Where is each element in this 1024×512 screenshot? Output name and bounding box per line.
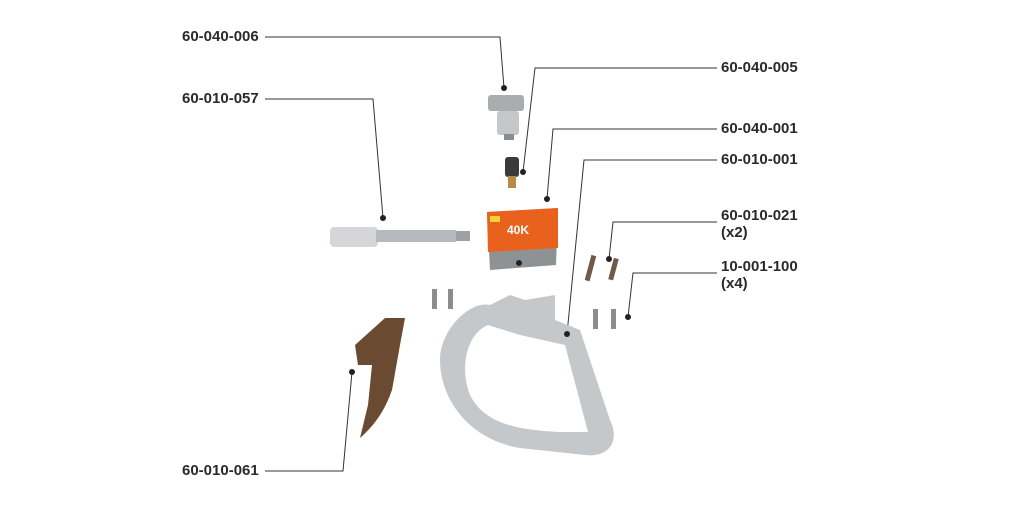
trigger-part [355,318,405,438]
screws-part [432,289,616,329]
callout-label: 60-010-021(x2) [721,207,798,241]
leader-60-010-021 [608,221,717,260]
part-number: 60-040-005 [721,59,798,76]
leader-60-010-001 [566,159,717,335]
connector-part [505,157,519,188]
callout-label: 60-010-001 [721,151,798,168]
gauge-model-text: 40K [507,223,529,237]
leader-60-010-057 [265,98,384,219]
callout-label: 60-010-061 [182,462,259,479]
knob-part [488,95,524,140]
callout-label: 60-010-057 [182,90,259,107]
callout-label: 60-040-001 [721,120,798,137]
leader-60-010-061 [265,371,353,472]
callout-label: 10-001-100(x4) [721,258,798,292]
pins-part [584,254,619,282]
part-number: 60-010-021 [721,207,798,224]
part-number: 60-040-001 [721,120,798,137]
part-number: 10-001-100 [721,258,798,275]
leader-60-040-006 [265,36,505,89]
part-number: 60-010-061 [182,462,259,479]
leader-10-001-100 [627,272,717,318]
leader-60-040-001 [546,128,717,200]
part-number: 60-010-057 [182,90,259,107]
part-number: 60-010-001 [721,151,798,168]
quantity: (x2) [721,224,748,241]
quantity: (x4) [721,275,748,292]
handle-part [440,295,614,456]
callout-label: 60-040-005 [721,59,798,76]
callout-dots [349,85,631,375]
shaft-part [330,227,470,247]
callout-label: 60-040-006 [182,28,259,45]
leader-60-040-005 [522,67,717,173]
gauge-box-part: 40K [487,208,558,270]
leader-lines [265,36,717,472]
part-number: 60-040-006 [182,28,259,45]
